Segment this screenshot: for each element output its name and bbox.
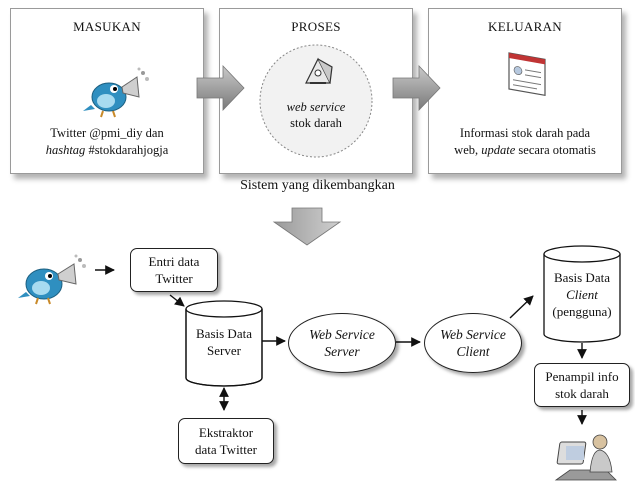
ws-client-line1: Web Service (440, 327, 506, 342)
arrow-entri-to-db (169, 294, 185, 307)
process-panel-title: PROSES (291, 19, 341, 34)
db-server-cylinder (185, 300, 263, 387)
output-caption-update: update (481, 143, 516, 157)
web-service-client-node: Web Service Client (424, 313, 522, 373)
entri-line2: Twitter (155, 271, 193, 286)
arrow-process-to-output (392, 65, 441, 111)
input-caption-line2: #stokdarahjogja (85, 143, 169, 157)
db-client-line1: Basis Data (554, 270, 610, 285)
arrow-client-to-db-client (509, 295, 534, 319)
display-line2: stok darah (555, 386, 609, 401)
display-line1: Penampil info (545, 369, 619, 384)
entri-data-twitter-box: Entri data Twitter (130, 248, 218, 292)
ekstraktor-box: Ekstraktor data Twitter (178, 418, 274, 464)
input-panel-title: MASUKAN (73, 19, 141, 34)
input-caption-hashtag: hashtag (45, 143, 86, 157)
db-server-line1: Basis Data (196, 326, 252, 341)
web-page-icon (508, 52, 546, 97)
ws-server-line2: Server (324, 344, 360, 359)
system-caption: Sistem yang dikembangkan (240, 178, 395, 193)
output-caption-web: web, (454, 143, 482, 157)
penampil-info-box: Penampil info stok darah (534, 363, 630, 407)
input-caption-line1: Twitter @pmi_diy dan (50, 126, 164, 140)
arrow-down-system (272, 207, 342, 246)
db-client-line3: (pengguna) (552, 304, 612, 319)
input-panel: MASUKAN Twitter @pmi_diy dan hashtag #st… (10, 8, 204, 174)
arrow-input-to-process (196, 65, 245, 111)
entri-line1: Entri data (148, 254, 200, 269)
output-panel-title: KELUARAN (488, 19, 562, 34)
output-panel-caption: Informasi stok darah pada web, update se… (433, 125, 617, 159)
db-client-label: Basis Data Client (pengguna) (544, 269, 620, 320)
ws-client-line2: Client (456, 344, 490, 359)
output-caption-line1: Informasi stok darah pada (459, 126, 591, 140)
process-circle (259, 44, 373, 158)
input-panel-caption: Twitter @pmi_diy dan hashtag #stokdarahj… (15, 125, 199, 159)
output-panel: KELUARAN Informasi stok darah pada web, … (428, 8, 622, 174)
db-server-line2: Server (207, 343, 241, 358)
web-service-server-node: Web Service Server (288, 313, 396, 373)
process-panel: PROSES web service stok darah (219, 8, 413, 174)
output-caption-line2: secara otomatis (515, 143, 596, 157)
db-client-cylinder (543, 245, 621, 343)
process-panel-caption: web service stok darah (220, 99, 412, 131)
extractor-line2: data Twitter (194, 442, 258, 457)
db-client-line2: Client (566, 287, 598, 302)
ws-server-line1: Web Service (309, 327, 375, 342)
web-service-icon (305, 57, 333, 84)
process-caption-web-service: web service (286, 100, 346, 114)
extractor-line1: Ekstraktor (198, 425, 254, 440)
process-caption-line2: stok darah (290, 116, 342, 130)
db-server-label: Basis Data Server (186, 325, 262, 359)
bird-megaphone-icon (83, 67, 149, 118)
